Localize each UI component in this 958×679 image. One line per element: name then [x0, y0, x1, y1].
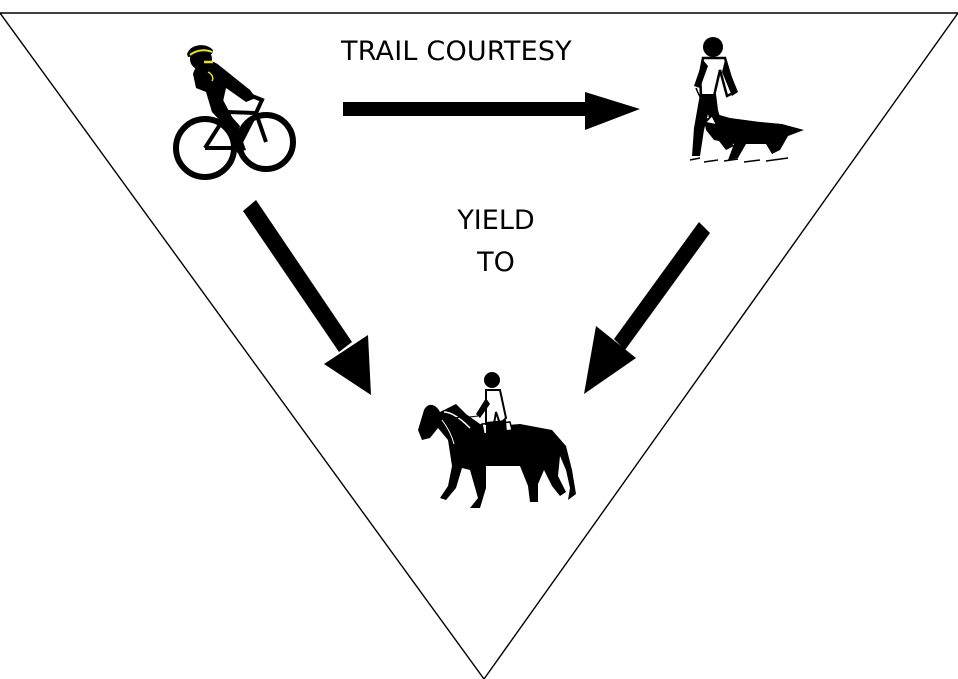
arrow-cyclist-to-horse	[243, 200, 371, 395]
yield-to-label-line1: YIELD	[457, 205, 535, 236]
arrow-hiker-to-horse	[584, 222, 710, 394]
hiker-with-dog-icon	[689, 37, 804, 163]
horse-rider-icon	[418, 372, 576, 508]
diagram-title: TRAIL COURTESY	[341, 36, 572, 67]
arrow-cyclist-to-hiker	[343, 92, 640, 130]
cyclist-icon	[173, 45, 296, 180]
yield-to-label-line2: TO	[477, 247, 515, 278]
triangle-frame	[0, 12, 958, 679]
